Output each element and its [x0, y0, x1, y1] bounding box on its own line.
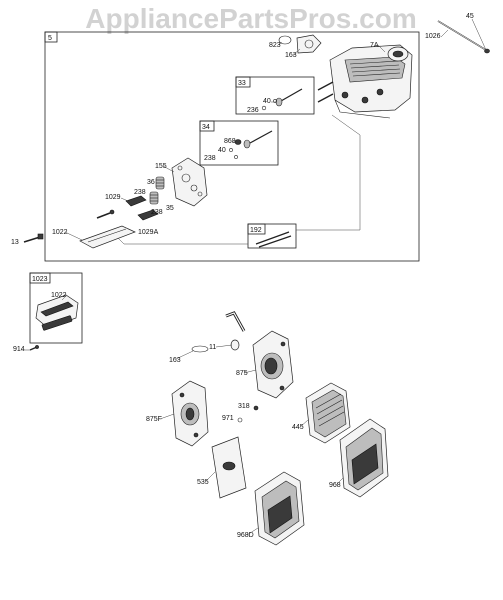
valve-exhaust-drawing [261, 88, 303, 111]
pushrod-leader [117, 237, 248, 245]
group-box-pushrods [247, 223, 297, 249]
label-236: 236 [247, 107, 259, 114]
label-238-lower: 238 [151, 209, 163, 216]
label-971: 971 [222, 415, 234, 422]
label-1029a: 1029A [138, 229, 159, 236]
group-box-valve-exhaust-label: 33 [238, 80, 246, 87]
bolt-45-1026-drawing [437, 20, 490, 54]
label-45: 45 [466, 13, 474, 20]
group-box-valve-exhaust [235, 76, 315, 115]
head-gasket-155-drawing [171, 157, 208, 207]
label-445: 445 [292, 424, 304, 431]
precleaner-535-drawing [211, 436, 247, 499]
label-968d: 968D [237, 532, 254, 539]
label-163-bottom: 163 [169, 357, 181, 364]
breather-tube-11-drawing [191, 311, 246, 353]
group-box-pushrods-label: 192 [250, 227, 262, 234]
label-868: 868 [224, 138, 236, 145]
group-box-valve-cover-kit [29, 272, 83, 344]
label-823: 823 [269, 42, 281, 49]
label-13: 13 [11, 239, 19, 246]
valve-cover-kit-drawing [35, 294, 79, 331]
group-box-main [44, 31, 420, 262]
group-box-valve-intake-label: 34 [202, 124, 210, 131]
label-155: 155 [155, 163, 167, 170]
label-875f: 875F [146, 416, 162, 423]
valve-intake-drawing [229, 130, 273, 159]
label-1022-top: 1022 [52, 229, 68, 236]
label-875: 875 [236, 370, 248, 377]
label-35: 35 [166, 205, 174, 212]
cylinder-head-7a-drawing [329, 44, 413, 119]
head-leader [296, 114, 361, 231]
bolt-13-drawing [23, 233, 44, 243]
label-11: 11 [209, 344, 216, 351]
label-535: 535 [197, 479, 209, 486]
pushrods-192-drawing [255, 231, 292, 248]
label-40-box34: 40 [218, 147, 226, 154]
label-1022-kit: 1022 [51, 292, 67, 299]
valve-springs-drawing [149, 176, 165, 205]
group-box-main-tag [44, 31, 58, 43]
group-box-valve-intake [199, 120, 279, 166]
intake-gasket-823-drawing [278, 34, 322, 54]
air-filter-base-875f-drawing [171, 380, 209, 447]
group-box-valve-cover-kit-label: 1023 [32, 276, 48, 283]
label-36: 36 [147, 179, 155, 186]
screw-914-drawing [29, 345, 39, 351]
label-1029: 1029 [105, 194, 121, 201]
label-318: 318 [238, 403, 250, 410]
small-parts-318-971-drawing [237, 405, 259, 423]
air-filter-base-875-drawing [252, 330, 294, 399]
label-1026: 1026 [425, 33, 441, 40]
group-box-main-label: 5 [48, 35, 52, 42]
rocker-arms-drawing [125, 195, 159, 221]
air-filter-445-drawing [305, 382, 351, 444]
valve-cover-1022-drawing [79, 225, 136, 249]
label-163-top: 163 [285, 52, 297, 59]
air-cleaner-cover-968d-drawing [254, 471, 305, 546]
label-238-upper: 238 [134, 189, 146, 196]
air-cleaner-cover-968-drawing [339, 418, 389, 498]
label-7a: 7A [370, 42, 379, 49]
leader-lines [21, 18, 487, 536]
label-238-box34: 238 [204, 155, 216, 162]
label-968: 968 [329, 482, 341, 489]
watermark-text: AppliancePartsPros.com [85, 3, 416, 34]
studs-drawing [317, 81, 334, 103]
label-914: 914 [13, 346, 25, 353]
label-40-box33: 40 [263, 98, 271, 105]
